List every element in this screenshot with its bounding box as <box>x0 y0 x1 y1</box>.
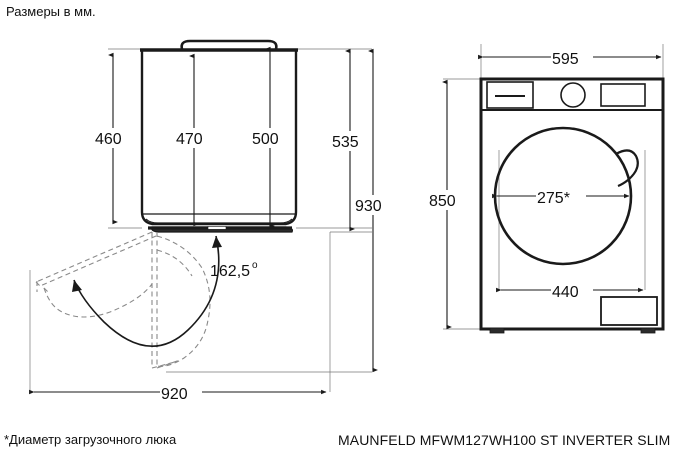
closed-door-slab <box>148 226 293 233</box>
model-name-label: MAUNFELD MFWM127WH100 ST INVERTER SLIM <box>338 432 671 448</box>
dim-595-text-bg <box>551 48 593 68</box>
dim-label-angle: 162,5 <box>210 263 250 280</box>
dim-label-470: 470 <box>176 131 203 148</box>
dim-label-920: 920 <box>161 386 188 403</box>
door-swing-arc-arrowhead-top <box>212 236 222 248</box>
dim-label-275: 275* <box>537 190 570 207</box>
dim-label-850: 850 <box>429 193 456 210</box>
dim-850-text-bg <box>428 190 468 210</box>
door-open-projection-dashed <box>35 231 211 369</box>
door-swing-arc-arrowhead <box>72 280 82 292</box>
foot-left <box>489 327 505 334</box>
dim-label-460: 460 <box>95 131 122 148</box>
cabinet-outline <box>479 77 665 331</box>
lid-handle <box>180 39 278 50</box>
dim-label-595: 595 <box>552 51 579 68</box>
dim-label-440: 440 <box>552 284 579 301</box>
dim-label-angle-degree: o <box>252 260 258 271</box>
detergent-drawer <box>486 81 534 109</box>
dim-label-535: 535 <box>332 134 359 151</box>
display-panel <box>600 83 646 107</box>
machine-body-outline <box>140 48 298 226</box>
dim-440-text-bg <box>551 281 593 301</box>
service-hatch-cover <box>600 296 658 326</box>
dim-500-text-bg <box>251 128 291 148</box>
side-view-group: 162,5 o 460 470 500 535 930 <box>29 39 394 403</box>
footnote-hatch-diameter: *Диаметр загрузочного люка <box>4 432 177 447</box>
dim-930-text-bg <box>354 195 394 215</box>
base-detail-lines <box>143 213 295 224</box>
dim-470-text-bg <box>175 128 215 148</box>
program-knob <box>560 82 586 108</box>
door-handle <box>615 149 639 188</box>
foot-right <box>640 327 656 334</box>
dim-label-500: 500 <box>252 131 279 148</box>
door-swing-arc <box>73 235 220 347</box>
dim-275-text-bg <box>536 187 586 207</box>
front-view-group: 595 850 275* 440 <box>428 44 665 334</box>
dim-535-text-bg <box>331 131 371 151</box>
header-note: Размеры в мм. <box>6 4 96 19</box>
dim-920-text-bg <box>160 383 202 403</box>
dim-460-text-bg <box>94 128 134 148</box>
dim-label-930: 930 <box>355 198 382 215</box>
